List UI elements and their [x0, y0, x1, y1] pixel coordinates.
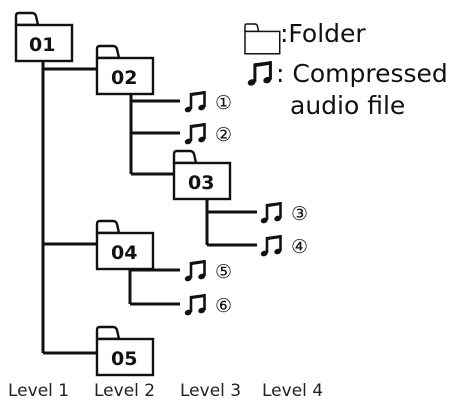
music-note-icon [182, 121, 208, 147]
music-note-icon [258, 233, 284, 259]
folder-icon [244, 23, 281, 55]
legend-file-label-line1: : Compressed [276, 59, 448, 88]
level-labels: Level 1 Level 2 Level 3 Level 4 [8, 381, 323, 401]
music-note-icon [182, 89, 208, 115]
music-note-icon [182, 258, 208, 284]
legend-folder-label: :Folder [280, 19, 366, 48]
file-number-1: ① [215, 92, 232, 114]
level-label-3: Level 3 [180, 381, 241, 401]
file-number-6: ⑥ [215, 295, 232, 317]
folder-02: 02 [95, 44, 155, 96]
music-note-icon [258, 200, 284, 226]
file-number-4: ④ [291, 236, 308, 258]
folder-01: 01 [14, 11, 74, 63]
tree-connectors [41, 58, 257, 355]
folder-label-02: 02 [111, 67, 137, 89]
file-3: ③ [258, 200, 308, 226]
folder-05: 05 [95, 325, 155, 377]
file-4: ④ [258, 233, 308, 259]
folder-04: 04 [95, 219, 155, 271]
file-number-3: ③ [291, 203, 308, 225]
legend-file: : Compressed audio file [245, 59, 448, 120]
music-note-icon [245, 59, 274, 89]
level-label-1: Level 1 [8, 381, 69, 401]
folder-label-01: 01 [29, 34, 55, 56]
file-1: ① [182, 89, 232, 115]
file-6: ⑥ [182, 292, 232, 318]
folder-label-05: 05 [111, 348, 137, 370]
legend-folder: :Folder [244, 19, 366, 55]
legend: :Folder : Compressed audio file [244, 19, 448, 120]
music-note-icon [182, 292, 208, 318]
folder-03: 03 [172, 149, 232, 201]
level-label-4: Level 4 [262, 381, 323, 401]
file-number-2: ② [215, 124, 232, 146]
file-2: ② [182, 121, 232, 147]
file-number-5: ⑤ [215, 261, 232, 283]
folder-label-03: 03 [188, 172, 214, 194]
legend-file-label-line2: audio file [290, 91, 405, 120]
folder-label-04: 04 [111, 242, 137, 264]
level-label-2: Level 2 [94, 381, 155, 401]
file-5: ⑤ [182, 258, 232, 284]
